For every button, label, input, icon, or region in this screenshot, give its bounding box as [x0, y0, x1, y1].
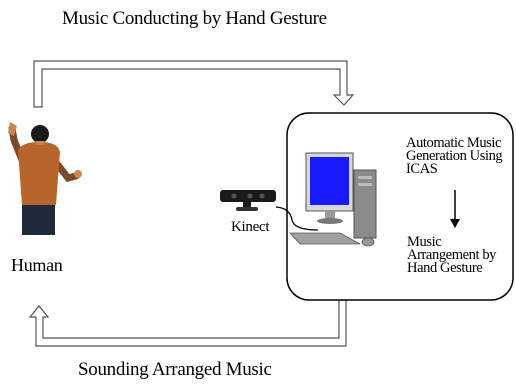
- step-automatic-music-generation: Automatic Music Generation Using ICAS: [406, 135, 503, 177]
- step2-line3: Hand Gesture: [407, 260, 483, 276]
- kinect-label: Kinect: [231, 219, 270, 235]
- step2-line2: Arrangement by: [407, 247, 497, 263]
- kinect-cable: [275, 206, 319, 231]
- step1-line3: ICAS: [406, 161, 438, 177]
- human-figure: [8, 122, 82, 235]
- top-flow-label: Music Conducting by Hand Gesture: [62, 8, 327, 29]
- step1-line2: Generation Using: [406, 148, 503, 164]
- human-label: Human: [11, 255, 63, 275]
- computer-icon: [289, 152, 377, 247]
- step2-line1: Music: [407, 234, 442, 250]
- top-flow-arrow: [33, 60, 355, 108]
- kinect-icon: [220, 190, 276, 211]
- step-music-arrangement: Music Arrangement by Hand Gesture: [407, 234, 497, 276]
- bottom-flow-arrow: [28, 299, 347, 347]
- bottom-flow-label: Sounding Arranged Music: [78, 359, 272, 380]
- step1-line1: Automatic Music: [406, 135, 502, 151]
- step-arrow: [450, 190, 460, 228]
